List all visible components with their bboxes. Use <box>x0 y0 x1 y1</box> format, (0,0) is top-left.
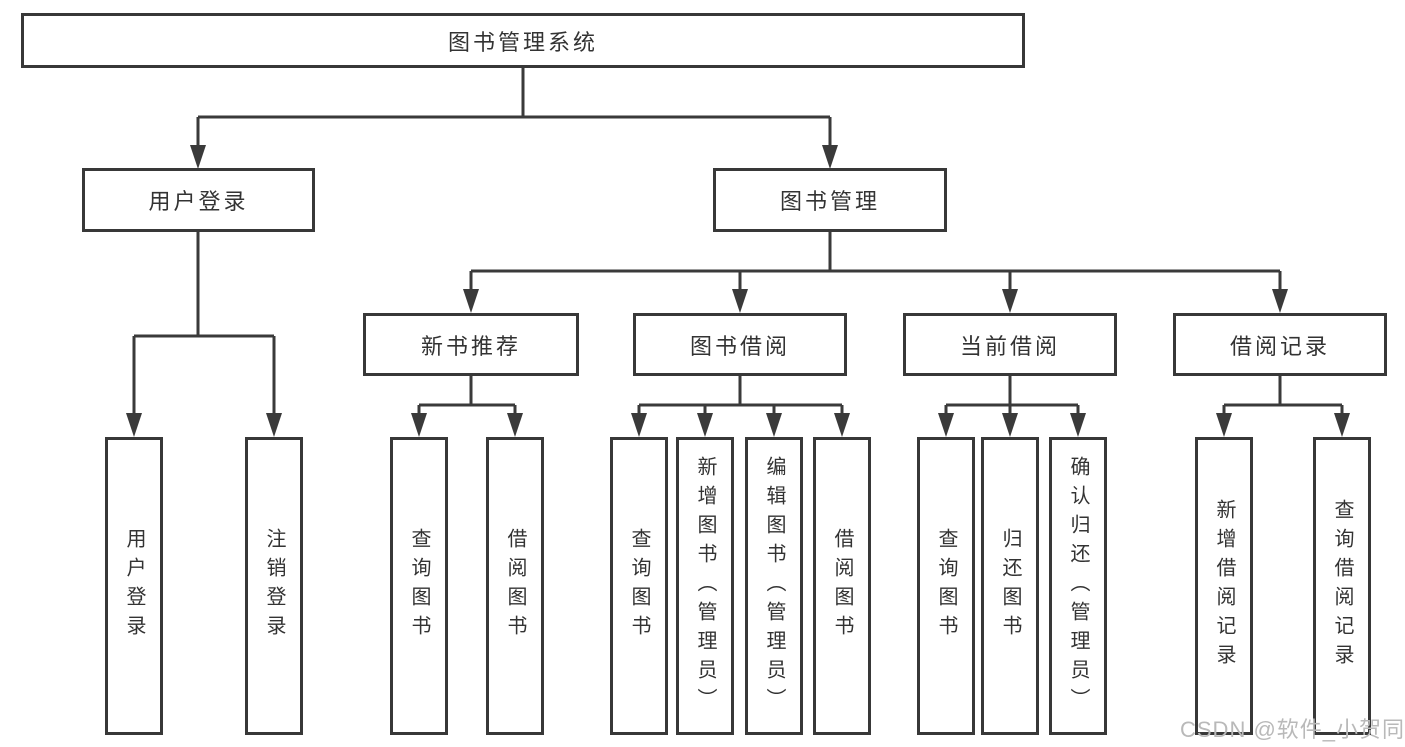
leaf-query-book-recommend: 查询图书 <box>390 437 448 735</box>
node-borrow-record: 借阅记录 <box>1173 313 1387 376</box>
node-book-borrow: 图书借阅 <box>633 313 847 376</box>
node-new-book-recommend: 新书推荐 <box>363 313 579 376</box>
leaf-edit-book-admin: 编辑图书（管理员） <box>745 437 803 735</box>
leaf-logout: 注销登录 <box>245 437 303 735</box>
node-current-borrow: 当前借阅 <box>903 313 1117 376</box>
csdn-watermark: CSDN @软件_小贺同学 <box>1180 717 1405 742</box>
leaf-return-book: 归还图书 <box>981 437 1039 735</box>
node-book-management: 图书管理 <box>713 168 947 232</box>
leaf-confirm-return-admin: 确认归还（管理员） <box>1049 437 1107 735</box>
leaf-query-book-borrow: 查询图书 <box>610 437 668 735</box>
leaf-query-book-current: 查询图书 <box>917 437 975 735</box>
leaf-query-borrow-record: 查询借阅记录 <box>1313 437 1371 735</box>
leaf-borrow-book-recommend: 借阅图书 <box>486 437 544 735</box>
leaf-add-borrow-record: 新增借阅记录 <box>1195 437 1253 735</box>
node-user-login: 用户登录 <box>82 168 315 232</box>
leaf-user-login: 用户登录 <box>105 437 163 735</box>
leaf-add-book-admin: 新增图书（管理员） <box>676 437 734 735</box>
node-library-management-system: 图书管理系统 <box>21 13 1025 68</box>
leaf-borrow-book: 借阅图书 <box>813 437 871 735</box>
